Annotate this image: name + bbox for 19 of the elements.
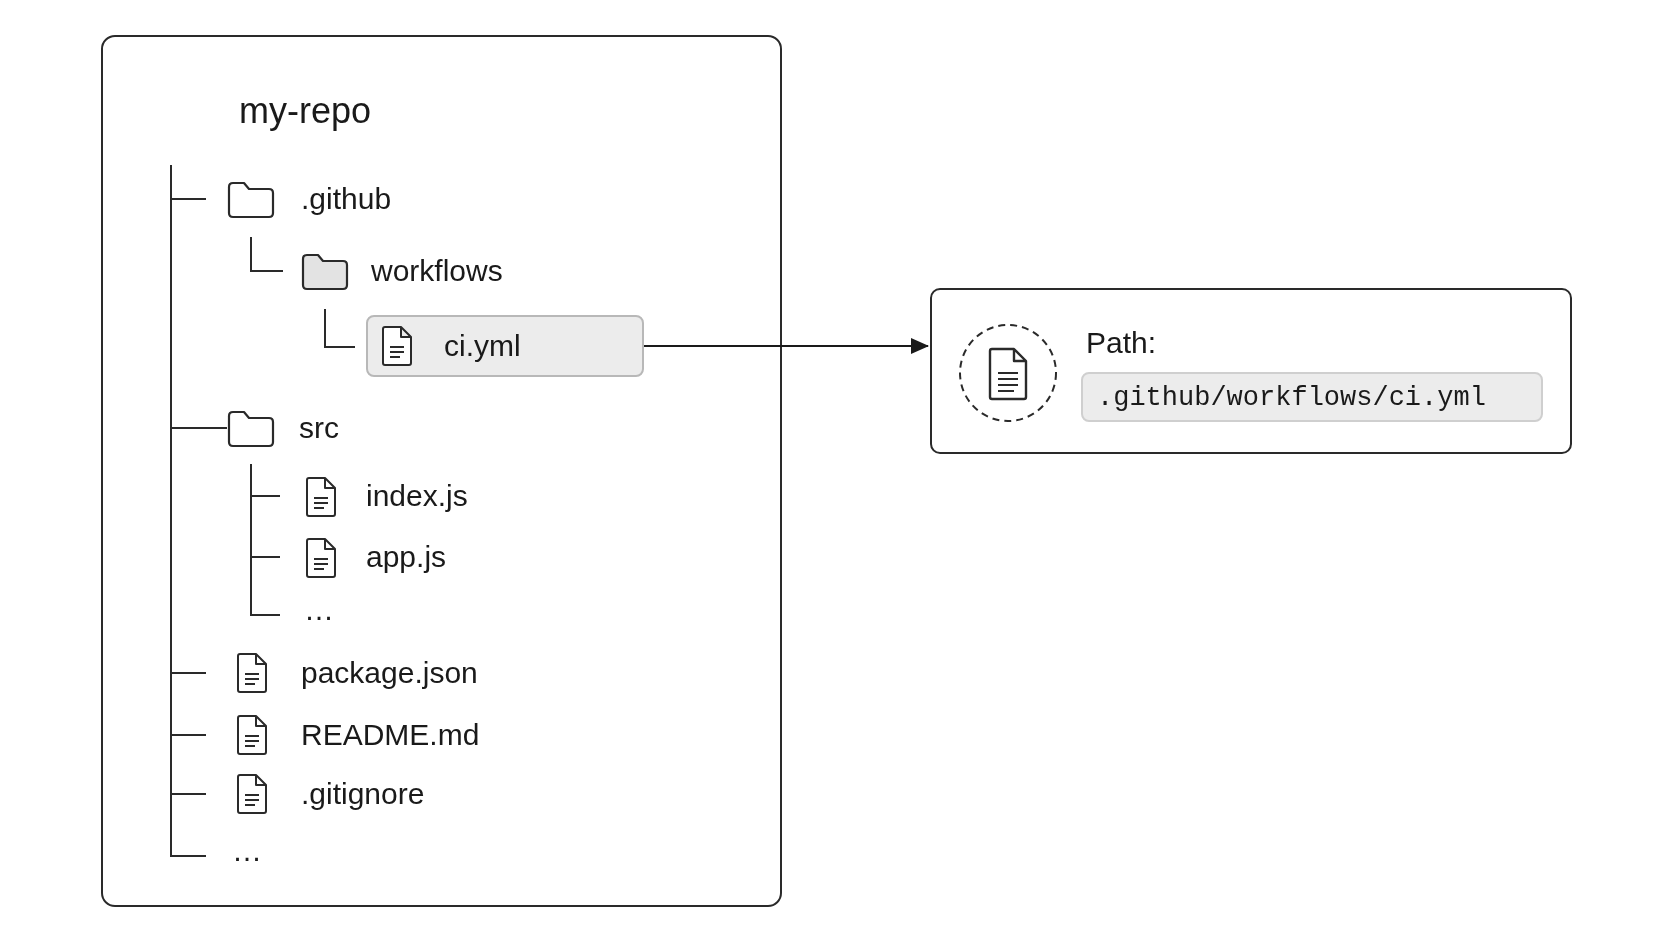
file-name: ci.yml xyxy=(444,328,521,364)
file-path: .github/workflows/ci.yml xyxy=(1097,381,1486,415)
field-label: Path: xyxy=(1086,325,1157,361)
file-name: .gitignore xyxy=(301,776,425,812)
file-name: workflows xyxy=(371,253,503,289)
arrow xyxy=(643,338,929,354)
repository-panel xyxy=(101,35,782,907)
ellipsis-text: … xyxy=(304,592,334,628)
ellipsis-text: … xyxy=(232,833,262,869)
file-highlight-box xyxy=(366,315,644,377)
file-name: app.js xyxy=(366,539,447,575)
code-path-box xyxy=(1081,372,1543,422)
path-panel xyxy=(930,288,1572,454)
file-name: package.json xyxy=(301,655,478,691)
file-name: index.js xyxy=(366,478,468,514)
file-name: README.md xyxy=(301,717,480,753)
file-name: src xyxy=(299,410,339,446)
file-name: .github xyxy=(301,181,392,217)
title-text: my-repo xyxy=(239,90,372,132)
